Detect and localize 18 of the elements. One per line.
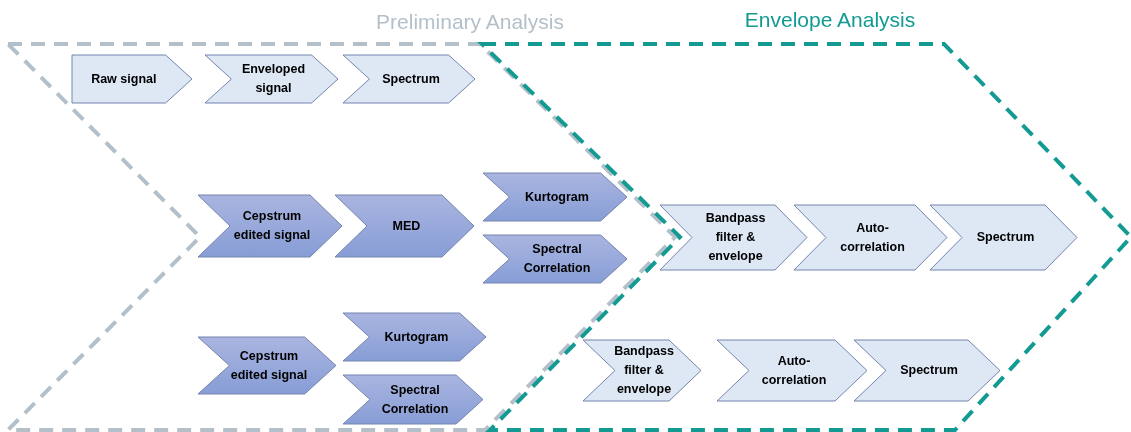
step-label: Spectrum: [900, 362, 958, 379]
step-label: Enveloped signal: [240, 61, 307, 97]
step-label: Spectrum: [382, 70, 440, 88]
step-label: Raw signal: [91, 70, 157, 88]
step-label: Spectrum: [976, 229, 1035, 246]
step-label: Cepstrum edited signal: [229, 347, 309, 384]
step-label: Bandpass filter & envelope: [704, 210, 767, 265]
step-label: Auto-correlation: [839, 219, 906, 256]
step-label: Spectral Correlation: [522, 241, 592, 277]
stage-title: Envelope Analysis: [744, 7, 916, 33]
stage-title: Preliminary Analysis: [376, 9, 564, 35]
step-label: Kurtogram: [525, 188, 589, 206]
step-label: Kurtogram: [384, 328, 449, 346]
step-label: Spectral Correlation: [380, 381, 450, 418]
step-label: Cepstrum edited signal: [232, 208, 312, 244]
step-label: MED: [392, 217, 421, 235]
step-label: Auto-correlation: [760, 352, 828, 389]
step-label: Bandpass filter & envelope: [614, 343, 674, 398]
